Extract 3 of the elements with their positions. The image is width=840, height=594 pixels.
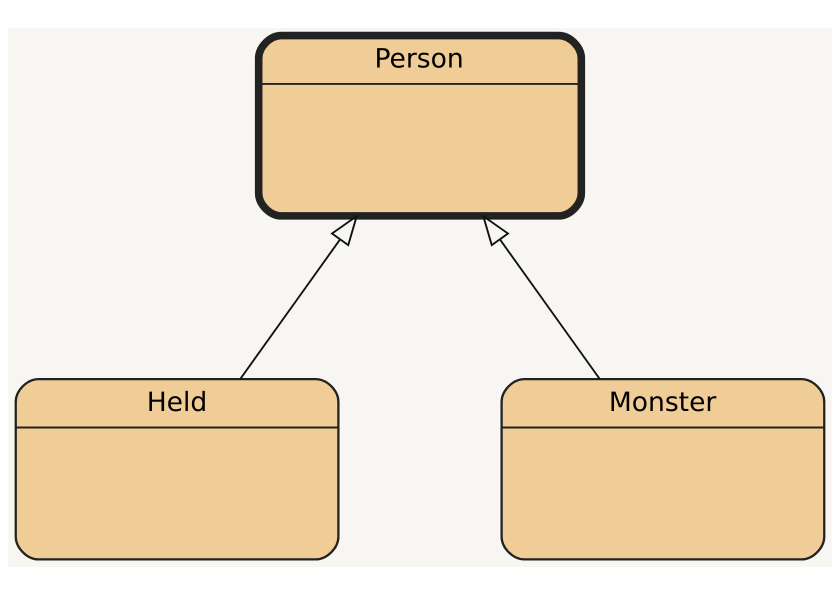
arrow xyxy=(240,213,358,380)
node-box: Person xyxy=(254,31,586,220)
arrow xyxy=(482,213,600,380)
